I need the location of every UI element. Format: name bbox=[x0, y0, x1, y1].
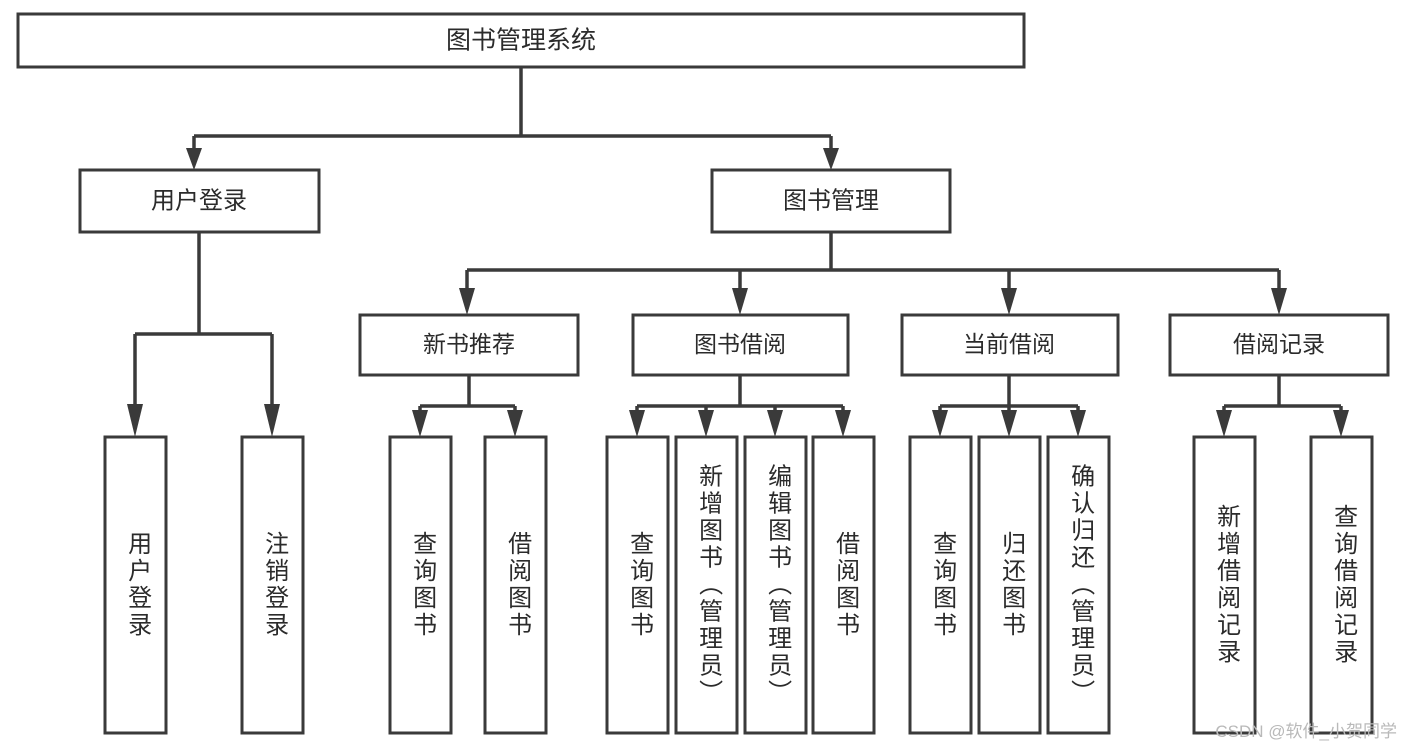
watermark: CSDN @软件_小贺同学 bbox=[1215, 722, 1397, 741]
node-leaf-borrow-book-1-box[interactable] bbox=[483, 435, 548, 735]
node-book-manage-box[interactable] bbox=[710, 168, 952, 234]
node-new-book-recommend-label: 新书推荐 bbox=[423, 331, 515, 357]
node-leaf-user-login[interactable]: 用户登录 bbox=[103, 435, 168, 735]
node-leaf-borrow-book-2-box[interactable] bbox=[811, 435, 876, 735]
node-leaf-query-book-2-label: 查询图书 bbox=[626, 531, 654, 639]
arrow-head-current-borrow bbox=[1001, 288, 1017, 315]
node-leaf-add-book[interactable]: 新增图书（管理员） bbox=[674, 435, 739, 735]
connector-layer bbox=[127, 67, 1349, 437]
node-leaf-add-record-box[interactable] bbox=[1192, 435, 1257, 735]
node-leaf-borrow-book-1[interactable]: 借阅图书 bbox=[483, 435, 548, 735]
node-root[interactable]: 图书管理系统 bbox=[16, 12, 1026, 69]
node-leaf-query-book-3[interactable]: 查询图书 bbox=[908, 435, 973, 735]
arrow-head-book-borrow bbox=[732, 288, 748, 315]
node-leaf-user-login-label: 用户登录 bbox=[124, 531, 152, 639]
node-leaf-query-book-2-box[interactable] bbox=[605, 435, 670, 735]
node-leaf-edit-book-box[interactable] bbox=[743, 435, 808, 735]
node-borrow-record-label: 借阅记录 bbox=[1233, 331, 1325, 357]
arrow-head-user-login bbox=[186, 148, 202, 170]
arrow-head-leaf-add-book bbox=[698, 410, 714, 437]
node-book-manage[interactable]: 图书管理 bbox=[710, 168, 952, 234]
node-leaf-add-book-label: 新增图书（管理员） bbox=[695, 464, 723, 707]
arrow-head-new-book-recommend bbox=[459, 288, 475, 315]
node-leaf-query-book-1-box[interactable] bbox=[388, 435, 453, 735]
node-leaf-user-logout-label: 注销登录 bbox=[261, 531, 289, 639]
node-user-login-box[interactable] bbox=[78, 168, 321, 234]
node-leaf-user-logout[interactable]: 注销登录 bbox=[240, 435, 305, 735]
node-leaf-return-book-box[interactable] bbox=[977, 435, 1042, 735]
node-leaf-query-book-1[interactable]: 查询图书 bbox=[388, 435, 453, 735]
node-user-login[interactable]: 用户登录 bbox=[78, 168, 321, 234]
node-leaf-query-record[interactable]: 查询借阅记录 bbox=[1309, 435, 1374, 735]
node-leaf-query-record-label: 查询借阅记录 bbox=[1330, 504, 1358, 666]
arrow-head-leaf-query-book-3 bbox=[932, 410, 948, 437]
node-user-login-label: 用户登录 bbox=[151, 187, 247, 214]
arrow-head-leaf-borrow-book-2 bbox=[835, 410, 851, 437]
node-book-borrow-box[interactable] bbox=[631, 313, 850, 377]
node-leaf-query-book-2[interactable]: 查询图书 bbox=[605, 435, 670, 735]
node-leaf-return-book-label: 归还图书 bbox=[998, 531, 1026, 639]
node-leaf-user-login-box[interactable] bbox=[103, 435, 168, 735]
arrow-head-leaf-query-book-1 bbox=[412, 410, 428, 437]
node-current-borrow-label: 当前借阅 bbox=[963, 331, 1055, 357]
node-leaf-borrow-book-2-label: 借阅图书 bbox=[832, 531, 860, 639]
node-leaf-confirm-return-box[interactable] bbox=[1046, 435, 1111, 735]
node-book-manage-label: 图书管理 bbox=[783, 187, 879, 214]
node-root-label: 图书管理系统 bbox=[446, 27, 596, 55]
node-leaf-confirm-return-label: 确认归还（管理员） bbox=[1067, 464, 1095, 707]
node-leaf-confirm-return[interactable]: 确认归还（管理员） bbox=[1046, 435, 1111, 735]
node-leaf-return-book[interactable]: 归还图书 bbox=[977, 435, 1042, 735]
node-new-book-recommend-box[interactable] bbox=[358, 313, 580, 377]
node-borrow-record[interactable]: 借阅记录 bbox=[1168, 313, 1390, 377]
node-new-book-recommend[interactable]: 新书推荐 bbox=[358, 313, 580, 377]
arrow-head-book-manage bbox=[823, 148, 839, 170]
node-book-borrow[interactable]: 图书借阅 bbox=[631, 313, 850, 377]
node-leaf-edit-book[interactable]: 编辑图书（管理员） bbox=[743, 435, 808, 735]
arrow-head-leaf-borrow-book-1 bbox=[507, 410, 523, 437]
arrow-head-leaf-edit-book bbox=[767, 410, 783, 437]
node-leaf-query-book-1-label: 查询图书 bbox=[409, 531, 437, 639]
node-leaf-add-record-label: 新增借阅记录 bbox=[1213, 504, 1241, 666]
node-borrow-record-box[interactable] bbox=[1168, 313, 1390, 377]
node-leaf-borrow-book-1-label: 借阅图书 bbox=[504, 531, 532, 639]
node-leaf-user-logout-box[interactable] bbox=[240, 435, 305, 735]
node-leaf-add-record[interactable]: 新增借阅记录 bbox=[1192, 435, 1257, 735]
node-current-borrow-box[interactable] bbox=[900, 313, 1120, 377]
node-leaf-query-record-box[interactable] bbox=[1309, 435, 1374, 735]
node-current-borrow[interactable]: 当前借阅 bbox=[900, 313, 1120, 377]
arrow-head-borrow-record bbox=[1271, 288, 1287, 315]
arrow-head-leaf-add-record bbox=[1216, 410, 1232, 437]
arrow-head-leaf-user-logout bbox=[264, 404, 280, 437]
node-leaf-borrow-book-2[interactable]: 借阅图书 bbox=[811, 435, 876, 735]
arrow-head-leaf-query-record bbox=[1333, 410, 1349, 437]
node-root-box[interactable] bbox=[16, 12, 1026, 69]
node-leaf-query-book-3-label: 查询图书 bbox=[929, 531, 957, 639]
arrow-head-leaf-query-book-2 bbox=[629, 410, 645, 437]
node-leaf-query-book-3-box[interactable] bbox=[908, 435, 973, 735]
arrow-head-leaf-return-book bbox=[1001, 410, 1017, 437]
node-book-borrow-label: 图书借阅 bbox=[694, 331, 786, 357]
arrow-head-leaf-confirm-return bbox=[1070, 410, 1086, 437]
node-leaf-add-book-box[interactable] bbox=[674, 435, 739, 735]
arrow-head-leaf-user-login bbox=[127, 404, 143, 437]
node-leaf-edit-book-label: 编辑图书（管理员） bbox=[764, 464, 792, 707]
